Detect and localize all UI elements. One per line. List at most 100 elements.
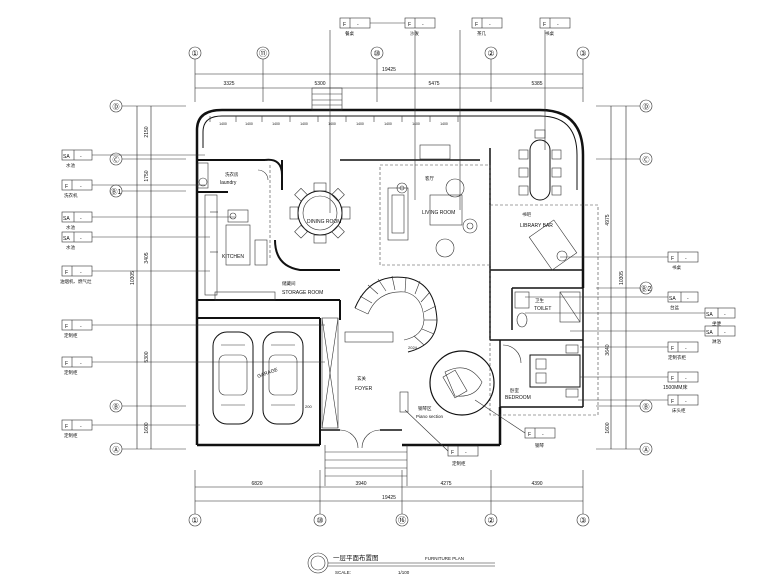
callout-note: 坐便 (712, 320, 721, 327)
callout-note: 茶几 (477, 30, 486, 37)
callout-note: 1500MM床 (663, 384, 687, 391)
callout-num: - (724, 312, 726, 318)
dim-text: 1600 (144, 422, 150, 433)
room-label-storage: STORAGE ROOM (282, 290, 323, 296)
room-label-storage-cn: 储藏间 (282, 280, 296, 287)
callout-note: 水池 (66, 162, 75, 168)
callout: F - 书桌 (539, 17, 571, 37)
callout-num: - (542, 432, 544, 438)
axis-label: ③ (579, 516, 586, 525)
callout: F - 定制衣柜 (580, 341, 699, 361)
room-label-bedroom-cn: 卧室 (510, 387, 519, 394)
callout-note: 书桌 (672, 264, 681, 271)
callout-note: 定制柜 (452, 460, 466, 467)
callout-num: - (685, 399, 687, 405)
axis-label: Ⓐ (643, 446, 650, 454)
callout-num: - (489, 22, 491, 28)
callout-tag: SA (63, 216, 70, 222)
callout-num: - (685, 256, 687, 262)
axis-lines (122, 59, 640, 514)
axis-label: Ⓑ1 (111, 188, 122, 196)
callout-tag: F (671, 376, 674, 382)
laundry-fixtures (197, 162, 269, 189)
callout-tag: F (343, 22, 346, 28)
axis-label: ⑪ (259, 49, 267, 58)
top-steps (311, 87, 343, 111)
library-furniture (462, 30, 578, 271)
zone-outlines (269, 164, 599, 416)
callout-num: - (465, 450, 467, 456)
axis-label: Ⓒ (113, 156, 120, 164)
callout-note: 餐桌 (345, 30, 354, 37)
dim-text: 1400 (245, 122, 253, 126)
dimension-bottom: 6820 3940 4275 4390 19425 (195, 481, 583, 502)
dim-text: 1750 (144, 170, 150, 181)
axis-label: ② (487, 49, 494, 58)
callout: F - 定制柜 (61, 356, 325, 376)
callout-num: - (685, 376, 687, 382)
callout-note: 定制柜 (64, 369, 78, 376)
kitchen-fixtures (204, 194, 276, 301)
dim-text: 4975 (605, 214, 611, 225)
dim-text: 1400 (328, 122, 336, 126)
dim-text: 4390 (531, 481, 542, 487)
callout-num: - (80, 361, 82, 367)
callout-note: 定制柜 (64, 332, 78, 339)
callout: F - 书桌 (560, 251, 699, 271)
axis-label: Ⓐ (113, 446, 120, 454)
callout-tag: SA (669, 296, 676, 302)
dimension-left: 2150 1750 3405 5300 1600 10305 (130, 106, 152, 449)
callout: F - 钢琴 (474, 399, 556, 449)
dim-text: 1400 (384, 122, 392, 126)
callout-tag: SA (706, 330, 713, 336)
axis-label: Ⓑ (113, 403, 120, 411)
callout-tag: F (408, 22, 411, 28)
axis-label: ⑩ (373, 49, 380, 58)
toilet-fixtures (514, 291, 581, 328)
dim-text: 3325 (223, 81, 234, 87)
dim-text: 1400 (356, 122, 364, 126)
scale-value: 1/100 (398, 570, 410, 575)
callouts-bottom: F - 定制柜 F - 钢琴 (404, 399, 556, 467)
callout-num: - (80, 216, 82, 222)
room-label-piano: Piano section (416, 414, 444, 419)
callout-num: - (557, 22, 559, 28)
callout-tag: F (543, 22, 546, 28)
dim-text: 3640 (605, 344, 611, 355)
callout-tag: F (65, 184, 68, 190)
callout-num: - (80, 184, 82, 190)
dim-text: 1600 (605, 422, 611, 433)
room-label-toilet: TOILET (534, 306, 551, 312)
axis-label: ⑯ (398, 516, 406, 525)
callout-note: 台盆 (670, 304, 679, 311)
callout-note: 钢琴 (535, 442, 544, 449)
callout-num: - (687, 296, 689, 302)
axis-grid-top: ① ⑪ ⑩ ② ③ (188, 46, 590, 60)
dim-text: 10305 (130, 271, 136, 285)
axis-label: Ⓓ (643, 103, 650, 111)
dim-text: 19425 (382, 67, 396, 73)
callout: SA - 淋浴 (570, 325, 736, 345)
callout: SA - 水池 (61, 231, 210, 250)
scale-label: SCALE: (335, 570, 351, 575)
room-label-dining: DINING ROOM (307, 219, 341, 225)
dim-text: 1400 (440, 122, 448, 126)
room-label-piano-cn: 钢琴区 (418, 405, 432, 412)
callout-note: 水池 (66, 224, 75, 230)
axis-grid-right: Ⓓ Ⓒ Ⓑ2 Ⓑ Ⓐ (639, 99, 653, 456)
callout: F - 定制柜 (404, 409, 479, 467)
callouts-right: F - 书桌 SA - 台盆 SA - 坐便 SA - 淋浴 F (525, 251, 736, 414)
axis-label: Ⓑ (643, 403, 650, 411)
callout: F - 洗衣机 (61, 179, 205, 199)
axis-label: ③ (579, 49, 586, 58)
callout-tag: F (528, 432, 531, 438)
axis-label: Ⓒ (643, 156, 650, 164)
room-label-kitchen: KITCHEN (222, 254, 244, 260)
axis-grid-left: Ⓓ Ⓒ Ⓑ1 Ⓑ Ⓐ (109, 99, 123, 456)
room-label-library-cn: 书吧 (522, 211, 531, 218)
callout: F - 定制柜 (61, 319, 325, 339)
living-furniture (387, 30, 465, 258)
callout: SA - 坐便 (525, 307, 736, 327)
dim-text: 10305 (619, 271, 625, 285)
axis-label: ① (191, 49, 198, 58)
